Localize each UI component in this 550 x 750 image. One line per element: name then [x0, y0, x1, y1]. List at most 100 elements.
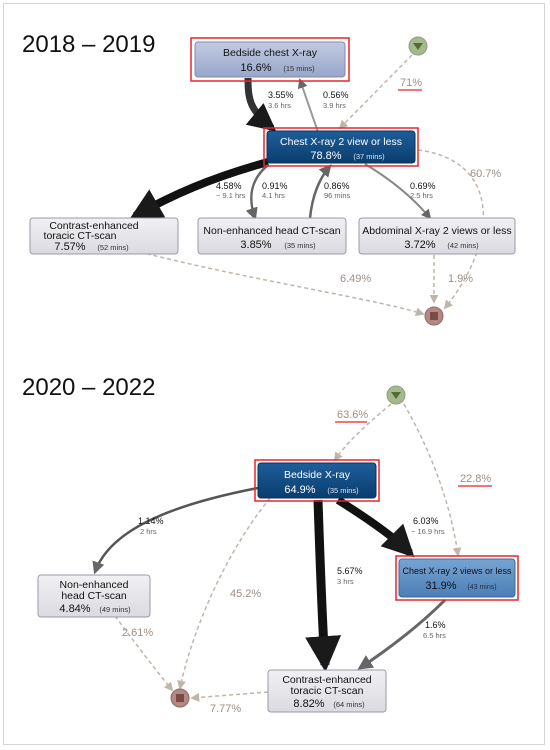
svg-text:3 hrs: 3 hrs [337, 577, 354, 586]
node-label-line2: head CT-scan [61, 590, 127, 602]
node-label-line2: toracic CT-scan [44, 230, 117, 242]
edge-chest-to-end [417, 149, 485, 310]
svg-text:3.6 hrs: 3.6 hrs [268, 101, 291, 110]
svg-text:3.9 hrs: 3.9 hrs [323, 101, 346, 110]
node-percent: 7.57% [54, 241, 85, 253]
svg-text:0.69%: 0.69% [410, 181, 436, 191]
edge-label-head-to-chest: 0.86% 96 mins [324, 181, 351, 200]
edge-label-chest-to-head: 0.91% 4.1 hrs [262, 181, 288, 200]
node-label-line1: Non-enhanced [60, 579, 129, 591]
svg-text:2 hrs: 2 hrs [140, 527, 157, 536]
node-contrast-ct: Contrast-enhanced toracic CT-scan 8.82% … [267, 669, 387, 713]
edge-chest-to-contrast [357, 598, 447, 670]
node-duration: (15 mins) [283, 64, 315, 73]
edge-label-chest-to-contrast: 4.58% ~ 9.1 hrs [216, 181, 246, 200]
node-duration: (64 mins) [333, 700, 365, 709]
edge-contrast-to-end [190, 691, 269, 702]
svg-text:5.67%: 5.67% [337, 566, 363, 576]
svg-text:0.56%: 0.56% [323, 90, 349, 100]
edge-label-head-to-end: 2.61% [122, 627, 153, 639]
end-square-icon [176, 694, 184, 702]
node-label: Abdominal X-ray 2 views or less [362, 225, 511, 237]
node-abdominal-xray: Abdominal X-ray 2 views or less 3.72% (4… [358, 217, 516, 255]
node-label: Chest X-ray 2 view or less [280, 136, 402, 148]
edge-label-start-to-chest: 22.8% [458, 473, 492, 487]
svg-text:3.55%: 3.55% [268, 90, 294, 100]
edge-bedside-to-end [177, 497, 271, 690]
edge-label-bedside-to-chest: 6.03% ~ 16.9 hrs [411, 516, 445, 536]
svg-text:22.8%: 22.8% [460, 473, 491, 485]
edge-bedside-to-chest [244, 77, 277, 132]
edge-chest-to-head [245, 164, 269, 221]
end-square-icon [430, 312, 438, 320]
node-duration: (42 mins) [447, 241, 479, 250]
node-percent: 8.82% [293, 698, 324, 710]
svg-text:0.86%: 0.86% [324, 181, 350, 191]
svg-text:~ 16.9 hrs: ~ 16.9 hrs [411, 527, 445, 536]
node-percent: 78.8% [310, 150, 341, 162]
edge-start-to-chest [338, 54, 413, 130]
edge-label-bedside-to-end: 45.2% [230, 588, 261, 600]
svg-text:1.14%: 1.14% [138, 516, 164, 526]
svg-text:0.91%: 0.91% [262, 181, 288, 191]
node-chest-xray-2-views: Chest X-ray 2 views or less 31.9% (43 mi… [395, 555, 519, 601]
highlight-box [395, 555, 519, 601]
node-duration: (37 mins) [353, 152, 385, 161]
node-chest-xray-2-view: Chest X-ray 2 view or less 78.8% (37 min… [263, 127, 419, 167]
node-percent: 4.84% [59, 603, 90, 615]
start-node [386, 385, 406, 405]
edge-label-chest-to-end: 60.7% [470, 168, 501, 180]
node-head-ct: Non-enhanced head CT-scan 4.84% (49 mins… [37, 574, 151, 618]
edge-bedside-to-chest [335, 496, 415, 558]
node-head-ct: Non-enhanced head CT-scan 3.85% (35 mins… [197, 217, 347, 255]
svg-text:6.03%: 6.03% [413, 516, 439, 526]
node-label-line1: Contrast-enhanced [49, 220, 138, 232]
node-duration: (49 mins) [99, 605, 131, 614]
svg-text:63.6%: 63.6% [337, 409, 368, 421]
start-triangle-icon [413, 43, 423, 50]
node-label-line1: Contrast-enhanced [282, 674, 371, 686]
node-label-line2: toracic CT-scan [291, 685, 364, 697]
node-percent: 64.9% [284, 484, 315, 496]
edge-label-chest-to-abdominal: 0.69% 2.5 hrs [410, 181, 436, 200]
svg-text:2.5 hrs: 2.5 hrs [410, 191, 433, 200]
panel-title: 2020 – 2022 [22, 374, 155, 401]
node-label: Non-enhanced head CT-scan [203, 225, 340, 237]
edge-label-chest-to-contrast: 1.6% 6.5 hrs [423, 620, 446, 640]
node-label: Chest X-ray 2 views or less [402, 566, 512, 576]
edge-head-to-end [114, 615, 174, 692]
edge-label-bedside-to-head: 1.14% 2 hrs [138, 516, 164, 536]
highlight-box [190, 37, 350, 82]
node-label: Bedside X-ray [284, 469, 351, 481]
edge-label-start-to-chest: 71% [398, 77, 422, 91]
svg-text:71%: 71% [400, 77, 422, 89]
edge-bedside-to-head [92, 486, 259, 575]
node-percent: 3.72% [404, 239, 435, 251]
edge-label-start-to-bedside: 63.6% [335, 409, 368, 423]
node-duration: (35 mins) [327, 486, 359, 495]
svg-text:4.58%: 4.58% [216, 181, 242, 191]
node-label: Bedside chest X-ray [223, 47, 318, 59]
panel-2018-2019: 2018 – 2019 Bedside chest X-ray 16.6% (1… [22, 31, 516, 326]
edge-head-to-chest [308, 164, 332, 219]
start-triangle-icon [391, 392, 401, 399]
node-percent: 31.9% [425, 580, 456, 592]
edge-label-bedside-to-chest: 3.55% 3.6 hrs [268, 90, 294, 110]
figure-frame [3, 3, 545, 745]
start-node [408, 36, 428, 56]
svg-text:1.6%: 1.6% [425, 620, 446, 630]
edge-start-to-chest [403, 403, 462, 557]
highlight-box [263, 127, 419, 167]
node-duration: (43 mins) [467, 584, 496, 591]
svg-text:6.5 hrs: 6.5 hrs [423, 631, 446, 640]
edge-label-chest-to-bedside: 0.56% 3.9 hrs [323, 90, 349, 110]
svg-text:96 mins: 96 mins [324, 191, 351, 200]
svg-text:4.1 hrs: 4.1 hrs [262, 191, 285, 200]
end-node [170, 688, 190, 708]
edge-label-contrast-to-end: 6.49% [340, 273, 371, 285]
node-duration: (52 mins) [97, 243, 129, 252]
edge-bedside-to-contrast [305, 499, 342, 673]
svg-text:~ 9.1 hrs: ~ 9.1 hrs [216, 191, 246, 200]
edge-chest-to-abdominal [364, 163, 432, 220]
